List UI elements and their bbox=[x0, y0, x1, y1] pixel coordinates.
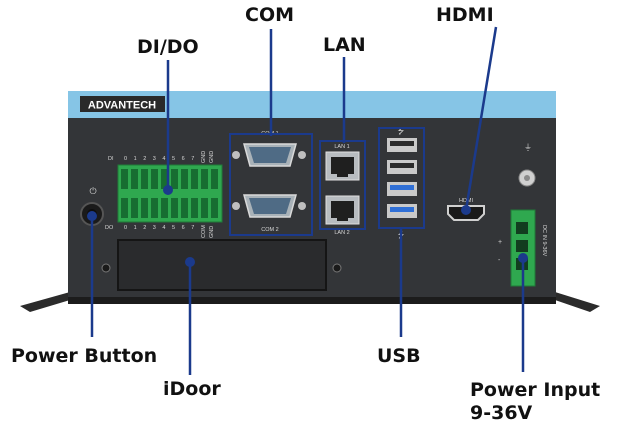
terminal-slot bbox=[141, 198, 148, 218]
di-label: DI bbox=[108, 156, 114, 162]
di-pin-number: 5 bbox=[172, 156, 175, 162]
terminal-slots bbox=[121, 169, 218, 218]
idoor-panel[interactable] bbox=[117, 239, 327, 291]
terminal-slot bbox=[211, 169, 218, 189]
chassis-bottom-edge bbox=[68, 296, 556, 304]
terminal-slot bbox=[151, 169, 158, 189]
callout-com: COM bbox=[245, 4, 295, 26]
callout-lines bbox=[87, 26, 528, 375]
do-label: DO bbox=[105, 225, 114, 231]
brand-plate bbox=[80, 96, 165, 112]
callout-power-input-voltage: 9-36V bbox=[470, 402, 533, 424]
do-gnd-label: GND bbox=[209, 226, 215, 238]
do-pin-number: 4 bbox=[162, 225, 165, 231]
do-pin-number: 7 bbox=[191, 225, 194, 231]
di-pin-number: 1 bbox=[134, 156, 137, 162]
terminal-slot bbox=[131, 198, 138, 218]
ground-screw-center bbox=[524, 175, 530, 181]
terminal-slot bbox=[211, 198, 218, 218]
idoor-screw-left-icon bbox=[101, 263, 111, 273]
terminal-slot bbox=[151, 198, 158, 218]
usb-port-4[interactable] bbox=[387, 204, 417, 218]
brand-logo: ADVANTECH bbox=[88, 100, 156, 112]
right-mounting-bracket bbox=[555, 292, 600, 312]
do-pin-number: 6 bbox=[182, 225, 185, 231]
left-mounting-bracket bbox=[20, 292, 70, 312]
callout-hdmi: HDMI bbox=[436, 4, 494, 26]
lan1-port[interactable] bbox=[325, 151, 360, 181]
lan2-label: LAN 2 bbox=[334, 230, 349, 236]
do-com-label: COM bbox=[201, 225, 207, 238]
terminal-slot bbox=[181, 169, 188, 189]
com2-port[interactable] bbox=[232, 194, 306, 218]
dc-minus-label: - bbox=[498, 257, 501, 264]
callout-power-button: Power Button bbox=[11, 345, 158, 367]
terminal-slot bbox=[201, 169, 208, 189]
dc-plus-label: + bbox=[498, 239, 502, 246]
lan1-label: LAN 1 bbox=[334, 144, 349, 150]
do-pin-number: 0 bbox=[124, 225, 127, 231]
idoor-screw-right-icon bbox=[332, 263, 342, 273]
terminal-slot bbox=[201, 198, 208, 218]
do-pin-number: 5 bbox=[172, 225, 175, 231]
di-gnd-label-a: GND bbox=[201, 151, 207, 163]
terminal-slot bbox=[141, 169, 148, 189]
callout-lan: LAN bbox=[323, 34, 366, 56]
terminal-slot bbox=[171, 198, 178, 218]
di-pin-number: 6 bbox=[182, 156, 185, 162]
terminal-slot bbox=[161, 198, 168, 218]
callout-dido: DI/DO bbox=[137, 36, 199, 58]
terminal-slot bbox=[121, 169, 128, 189]
di-gnd-label-b: GND bbox=[209, 151, 215, 163]
callout-usb: USB bbox=[377, 345, 421, 367]
com1-port[interactable] bbox=[232, 143, 306, 167]
ground-symbol-icon: ⏚ bbox=[524, 143, 532, 152]
callout-idoor: iDoor bbox=[163, 378, 221, 400]
usb-port-1[interactable] bbox=[387, 138, 417, 152]
com2-label: COM 2 bbox=[261, 227, 278, 233]
terminal-slot bbox=[181, 198, 188, 218]
di-pin-number: 0 bbox=[124, 156, 127, 162]
terminal-slot bbox=[131, 169, 138, 189]
lan2-port[interactable] bbox=[325, 195, 360, 225]
terminal-slot bbox=[191, 169, 198, 189]
di-pin-number: 2 bbox=[143, 156, 146, 162]
di-pin-number: 7 bbox=[191, 156, 194, 162]
lan-highlight-box bbox=[319, 140, 366, 230]
callout-power-input: Power Input bbox=[470, 379, 601, 401]
terminal-slot bbox=[161, 169, 168, 189]
terminal-slot bbox=[121, 198, 128, 218]
do-pin-number: 1 bbox=[134, 225, 137, 231]
usb-symbol-top-icon: ⭍ bbox=[398, 127, 405, 136]
dc-in-label: DC IN 9-36V bbox=[541, 225, 547, 257]
do-pin-number: 3 bbox=[153, 225, 156, 231]
terminal-slot bbox=[171, 169, 178, 189]
di-pin-number: 4 bbox=[162, 156, 165, 162]
usb-port-3[interactable] bbox=[387, 182, 417, 196]
di-pin-number: 3 bbox=[153, 156, 156, 162]
do-pin-number: 2 bbox=[143, 225, 146, 231]
terminal-slot bbox=[191, 198, 198, 218]
usb-port-2[interactable] bbox=[387, 160, 417, 174]
power-symbol-icon: ⏻ bbox=[89, 186, 96, 196]
